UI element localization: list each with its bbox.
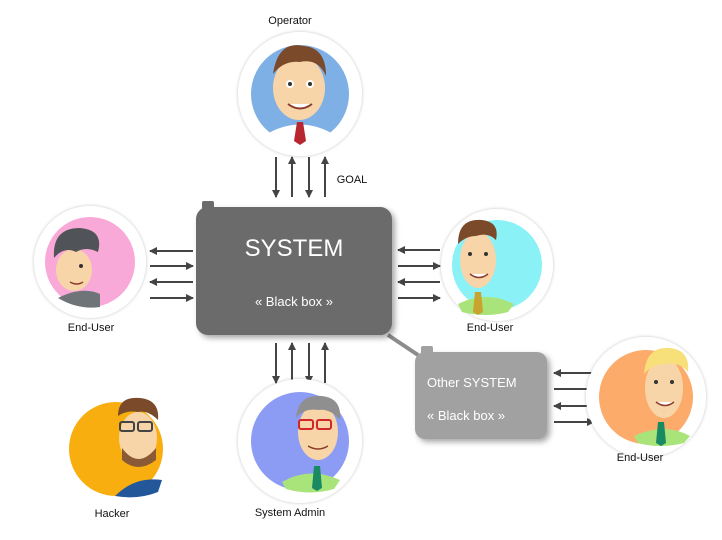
end-user-left-arrows [149, 247, 194, 302]
goal-label: GOAL [336, 174, 368, 186]
end-user-left-label: End-User [67, 322, 115, 334]
main-system-subtitle: « Black box » [254, 294, 334, 309]
end-user-avatar [586, 337, 706, 457]
system-admin-arrows [272, 342, 329, 384]
end-user-right-label: End-User [466, 322, 514, 334]
other-system-subtitle: « Black box » [427, 408, 506, 423]
system-admin-label: System Admin [254, 507, 326, 519]
other-system-title: Other SYSTEM [427, 375, 517, 390]
system-admin-avatar [238, 379, 362, 503]
end-user-right-arrows [397, 246, 441, 302]
system-link [386, 333, 420, 357]
operator-arrows [272, 156, 329, 198]
main-system-box: SYSTEM « Black box » [196, 201, 392, 335]
operator-avatar [238, 32, 362, 156]
end-user-avatar [34, 206, 146, 318]
system-box-tab [202, 201, 214, 210]
other-system-box: Other SYSTEM « Black box » [415, 346, 547, 439]
hacker-avatar [69, 397, 163, 498]
hacker-label: Hacker [94, 508, 130, 520]
system-box-tab [421, 346, 433, 355]
end-user-other-label: End-User [616, 452, 664, 464]
operator-label: Operator [268, 15, 312, 27]
main-system-title: SYSTEM [244, 235, 344, 262]
end-user-avatar [441, 209, 553, 321]
